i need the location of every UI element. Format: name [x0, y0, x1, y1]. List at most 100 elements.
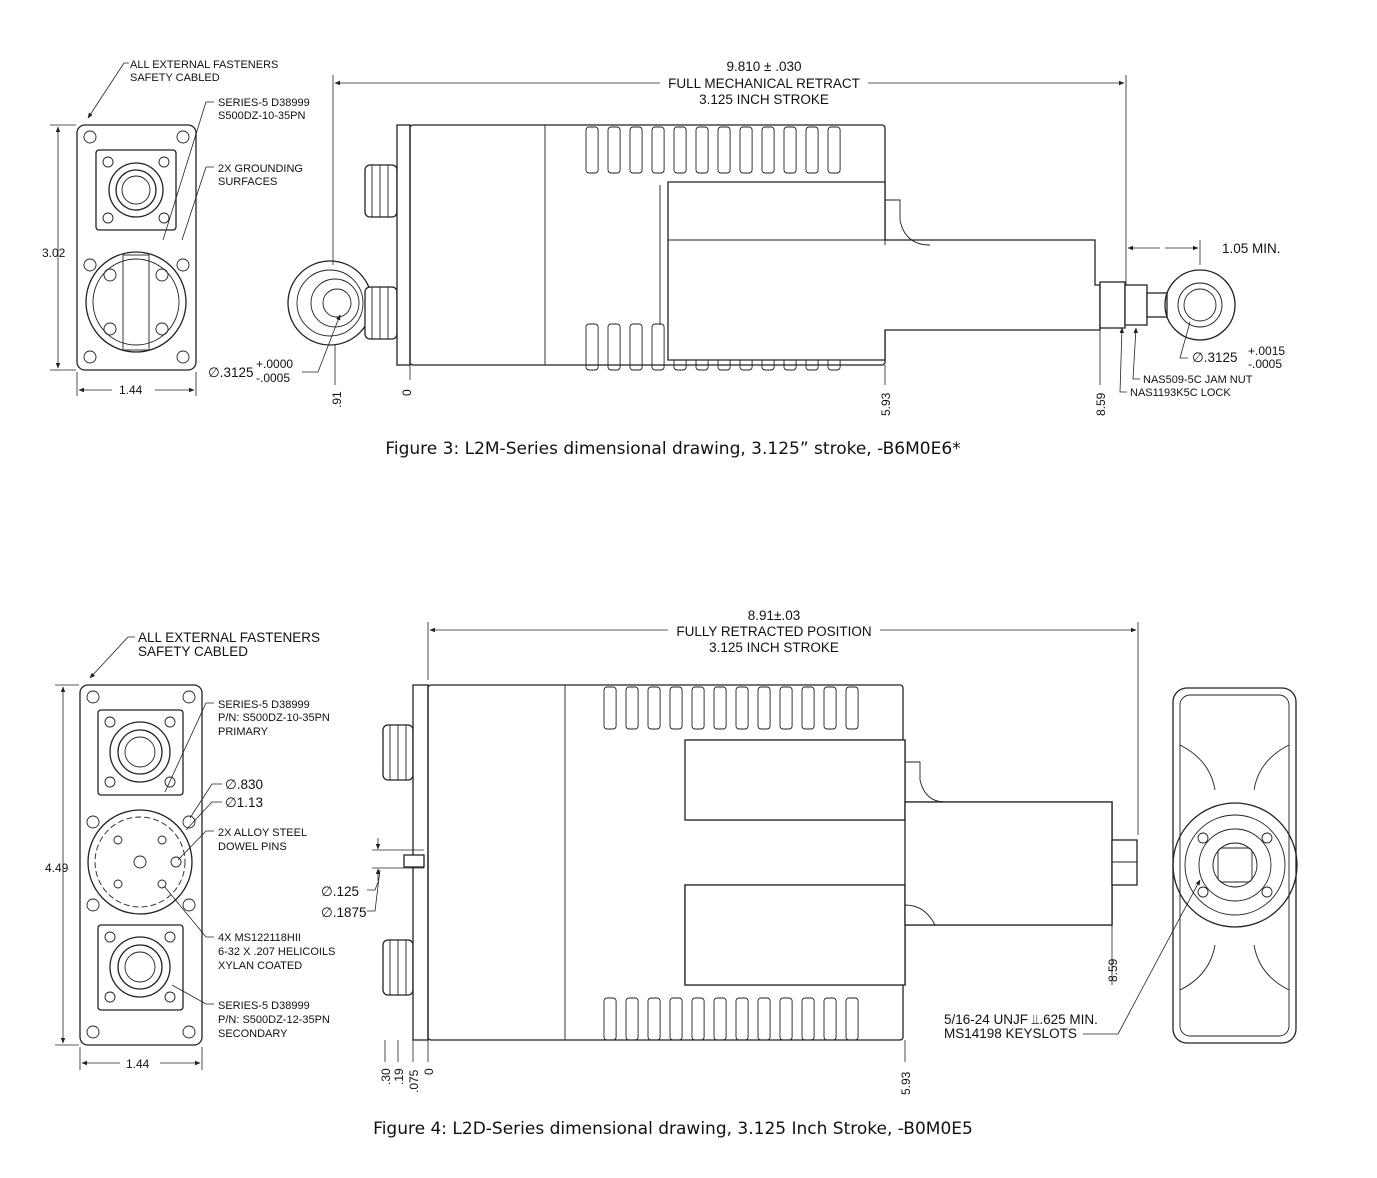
fig3-ordinate-91: .91: [330, 391, 344, 408]
cooling-fin: [823, 997, 837, 1041]
cooling-fin: [669, 686, 683, 730]
fig4-dia-125: ∅.125: [321, 884, 359, 899]
fig3-ordinate-0: 0: [400, 389, 414, 396]
fig4-height-dim: 4.49: [45, 861, 69, 875]
fig4-rod-end-view: [1172, 687, 1298, 1044]
cooling-fin: [585, 323, 599, 371]
fig3-ordinate-593: 5.93: [879, 392, 893, 416]
fig4-helicoil-line3: XYLAN COATED: [218, 960, 302, 972]
cooling-fin: [783, 126, 797, 174]
fig4-side-view: [382, 684, 1138, 1041]
cooling-fin: [801, 997, 815, 1041]
fig4-end-view: [79, 684, 203, 1046]
cooling-fin: [625, 686, 639, 730]
cooling-fin: [757, 997, 771, 1041]
fig4-primary-line1: SERIES-5 D38999: [218, 699, 310, 711]
fig4-overall-line1: 8.91±.03: [748, 608, 800, 623]
fig4-primary-line2: P/N: S500DZ-10-35PN: [218, 712, 330, 724]
fig3-overall-line2: FULL MECHANICAL RETRACT: [668, 76, 860, 91]
fig4-cooling-fins: [603, 686, 859, 1041]
fig3-overall-line3: 3.125 INCH STROKE: [699, 92, 829, 107]
cooling-fin: [691, 686, 705, 730]
fig3-fasteners-line2: SAFETY CABLED: [130, 72, 220, 84]
fig3-grounding-line1: 2X GROUNDING: [218, 163, 303, 175]
fig3-ordinate-859: 8.59: [1094, 392, 1108, 416]
fig3-grounding-line2: SURFACES: [218, 176, 277, 188]
fig3-rear-bore: ∅.3125: [208, 365, 254, 380]
fig3-rod-bore-minus: -.0005: [1248, 357, 1282, 371]
cooling-fin: [691, 997, 705, 1041]
cooling-fin: [625, 997, 639, 1041]
fig4-caption: Figure 4: L2D-Series dimensional drawing…: [373, 1119, 973, 1139]
cooling-fin: [761, 126, 775, 174]
fig3-lock: NAS1193K5C LOCK: [1130, 387, 1231, 399]
fig4-ordinate-593: 5.93: [899, 1071, 913, 1095]
fig4-primary-line3: PRIMARY: [218, 726, 269, 738]
figure-3: 3.02 1.44 ALL EXTERNAL FASTENERS SAFETY …: [42, 59, 1285, 459]
cooling-fin: [717, 126, 731, 174]
cooling-fin: [585, 126, 599, 174]
fig4-ordinate-19: .19: [392, 1068, 406, 1085]
cooling-fin: [735, 997, 749, 1041]
fig3-rear-bore-plus: +.0000: [256, 357, 293, 371]
fig4-helicoil-line1: 4X MS122118HII: [218, 932, 301, 944]
cooling-fin: [629, 126, 643, 174]
cooling-fin: [669, 997, 683, 1041]
cooling-fin: [845, 686, 859, 730]
fig3-rod-bore-plus: +.0015: [1248, 344, 1285, 358]
fig3-connector-line1: SERIES-5 D38999: [218, 97, 310, 109]
fig3-connector-line2: S500DZ-10-35PN: [218, 110, 305, 122]
cooling-fin: [713, 686, 727, 730]
cooling-fin: [647, 997, 661, 1041]
fig4-dia-830: ∅.830: [225, 777, 263, 792]
cooling-fin: [845, 997, 859, 1041]
fig4-fasteners-line2: SAFETY CABLED: [138, 644, 248, 659]
cooling-fin: [673, 126, 687, 174]
cooling-fin: [779, 997, 793, 1041]
cooling-fin: [647, 686, 661, 730]
fig3-rod-bore: ∅.3125: [1192, 350, 1238, 365]
cooling-fin: [695, 126, 709, 174]
cooling-fin: [607, 126, 621, 174]
fig4-dowel-line2: DOWEL PINS: [218, 841, 287, 853]
fig3-jam-nut: NAS509-5C JAM NUT: [1143, 374, 1253, 386]
cooling-fin: [823, 686, 837, 730]
fig4-secondary-line2: P/N: S500DZ-12-35PN: [218, 1014, 330, 1026]
fig4-dia-113: ∅1.13: [225, 795, 263, 810]
fig3-caption: Figure 3: L2M-Series dimensional drawing…: [385, 439, 960, 459]
fig3-min-dim: 1.05 MIN.: [1222, 241, 1281, 256]
fig4-keyslot-line2: MS14198 KEYSLOTS: [944, 1026, 1077, 1041]
cooling-fin: [603, 686, 617, 730]
figure-4: 4.49 1.44 ALL EXTERNAL FASTENERS SAFETY …: [45, 608, 1298, 1139]
fig4-width-dim: 1.44: [126, 1057, 150, 1071]
fig3-width-dim: 1.44: [119, 383, 143, 397]
cooling-fin: [801, 686, 815, 730]
cooling-fin: [779, 686, 793, 730]
fig3-overall-line1: 9.810 ± .030: [727, 59, 802, 74]
cooling-fin: [805, 126, 819, 174]
fig4-dia-1875: ∅.1875: [321, 905, 367, 920]
cooling-fin: [713, 997, 727, 1041]
fig3-side-view: [287, 124, 1236, 371]
cooling-fin: [739, 126, 753, 174]
fig4-secondary-line3: SECONDARY: [218, 1028, 288, 1040]
fig3-rear-bore-minus: -.0005: [256, 371, 290, 385]
cooling-fin: [735, 686, 749, 730]
fig4-keyslot-line1: 5/16-24 UNJF ⫫.625 MIN.: [944, 1012, 1098, 1027]
fig4-ordinate-075: .075: [407, 1069, 421, 1093]
cooling-fin: [607, 323, 621, 371]
fig4-ordinate-0: 0: [422, 1068, 436, 1075]
fig3-end-view: [76, 124, 197, 371]
fig4-secondary-line1: SERIES-5 D38999: [218, 1000, 310, 1012]
fig4-dowel-line1: 2X ALLOY STEEL: [218, 827, 307, 839]
fig4-fasteners-line1: ALL EXTERNAL FASTENERS: [138, 630, 320, 645]
cooling-fin: [651, 323, 665, 371]
cooling-fin: [603, 997, 617, 1041]
cooling-fin: [651, 126, 665, 174]
fig4-overall-line2: FULLY RETRACTED POSITION: [676, 624, 871, 639]
cooling-fin: [757, 686, 771, 730]
fig4-ordinate-30: .30: [379, 1068, 393, 1085]
fig4-ordinate-859: 8.59: [1106, 958, 1120, 982]
fig3-height-dim: 3.02: [42, 246, 66, 260]
